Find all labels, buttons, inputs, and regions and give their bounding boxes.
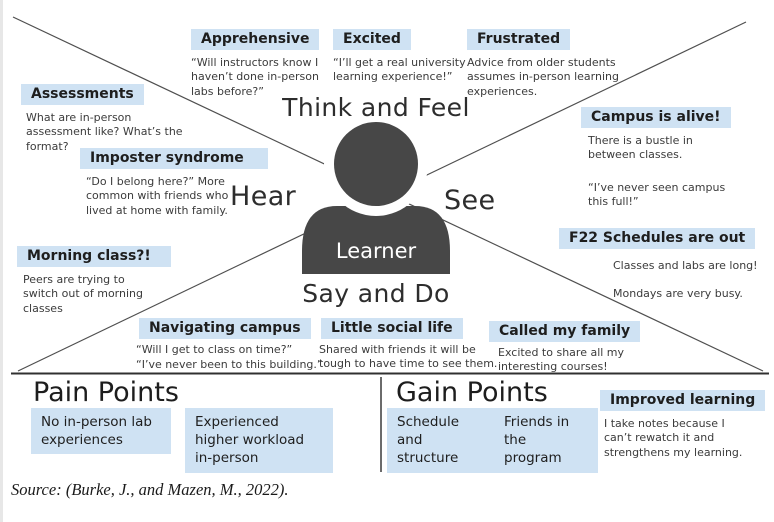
note-social-title: Little social life — [321, 318, 463, 339]
note-navigating-body2: “I’ve never been to this building.” — [136, 358, 323, 372]
note-apprehensive: Apprehensive “Will instructors know I ha… — [191, 28, 341, 99]
quadrant-label-hear: Hear — [230, 181, 297, 212]
note-imposter-title: Imposter syndrome — [80, 148, 268, 169]
learner-figure-icon: Learner — [302, 112, 450, 274]
note-excited-body: “I’ll get a real university learning exp… — [333, 56, 466, 84]
note-apprehensive-title: Apprehensive — [191, 29, 320, 50]
gain-points-heading: Gain Points — [396, 377, 548, 408]
pain-points-heading: Pain Points — [33, 377, 179, 408]
note-f22-body1: Classes and labs are long! — [613, 259, 758, 272]
note-improved-body: I take notes because I can’t rewatch it … — [604, 417, 743, 459]
note-frustrated-body: Advice from older students assumes in-pe… — [467, 56, 619, 98]
persona-label: Learner — [336, 239, 417, 263]
note-assessments: Assessments What are in-person assessmen… — [21, 83, 186, 154]
figure-head — [334, 122, 418, 206]
source-citation: Source: (Burke, J., and Mazen, M., 2022)… — [11, 480, 289, 499]
note-social-body: Shared with friends it will be tough to … — [319, 343, 498, 371]
quadrant-label-see: See — [444, 185, 496, 216]
note-family-body: Excited to share all my interesting cour… — [498, 346, 625, 374]
quadrant-label-say-and-do: Say and Do — [302, 279, 450, 308]
note-frustrated: Frustrated Advice from older students as… — [467, 28, 629, 99]
note-called-my-family: Called my family Excited to share all my… — [489, 320, 643, 375]
figure-shoulders — [302, 206, 450, 274]
gain-point-item-2: Friends in the program — [494, 408, 598, 473]
note-little-social-life: Little social life Shared with friends i… — [319, 317, 509, 372]
note-navigating-campus: Navigating campus “Will I get to class o… — [136, 317, 323, 373]
note-improved-title: Improved learning — [600, 390, 766, 411]
note-campus-alive: Campus is alive! There is a bustle in be… — [581, 106, 738, 209]
note-morning-class: Morning class?! Peers are trying to swit… — [17, 245, 171, 316]
note-family-title: Called my family — [489, 321, 641, 342]
note-morning-title: Morning class?! — [17, 246, 171, 267]
note-apprehensive-body: “Will instructors know I haven’t done in… — [191, 56, 319, 98]
note-campus-body2: “I’ve never seen campus this full!” — [588, 180, 726, 208]
note-campus-title: Campus is alive! — [581, 107, 731, 128]
note-morning-body: Peers are trying to switch out of mornin… — [23, 273, 143, 315]
note-f22-title: F22 Schedules are out — [559, 228, 756, 249]
note-imposter-syndrome: Imposter syndrome “Do I belong here?” Mo… — [80, 147, 268, 218]
note-f22-schedules: F22 Schedules are out Classes and labs a… — [559, 227, 758, 302]
content-layer: Think and Feel Hear See Say and Do Appre… — [3, 0, 774, 522]
pain-point-item-1: No in-person lab experiences — [31, 408, 171, 455]
note-f22-body2: Mondays are very busy. — [613, 287, 743, 301]
gain-point-item-1: Schedule and structure — [387, 408, 495, 473]
note-excited: Excited “I’ll get a real university lear… — [333, 28, 488, 85]
note-assessments-title: Assessments — [21, 84, 144, 105]
note-improved-learning: Improved learning I take notes because I… — [600, 389, 766, 460]
note-imposter-body: “Do I belong here?” More common with fri… — [86, 175, 229, 217]
note-navigating-body1: “Will I get to class on time?” — [136, 343, 293, 356]
note-assessments-body: What are in-person assessment like? What… — [26, 111, 183, 153]
note-frustrated-title: Frustrated — [467, 29, 571, 50]
note-excited-title: Excited — [333, 29, 411, 50]
note-navigating-title: Navigating campus — [139, 318, 311, 339]
empathy-map-graphics: Learner — [11, 16, 769, 472]
quadrant-label-think-and-feel: Think and Feel — [282, 93, 470, 122]
pain-point-item-2: Experienced higher workload in-person — [185, 408, 333, 473]
note-campus-body1: There is a bustle in between classes. — [588, 134, 693, 162]
